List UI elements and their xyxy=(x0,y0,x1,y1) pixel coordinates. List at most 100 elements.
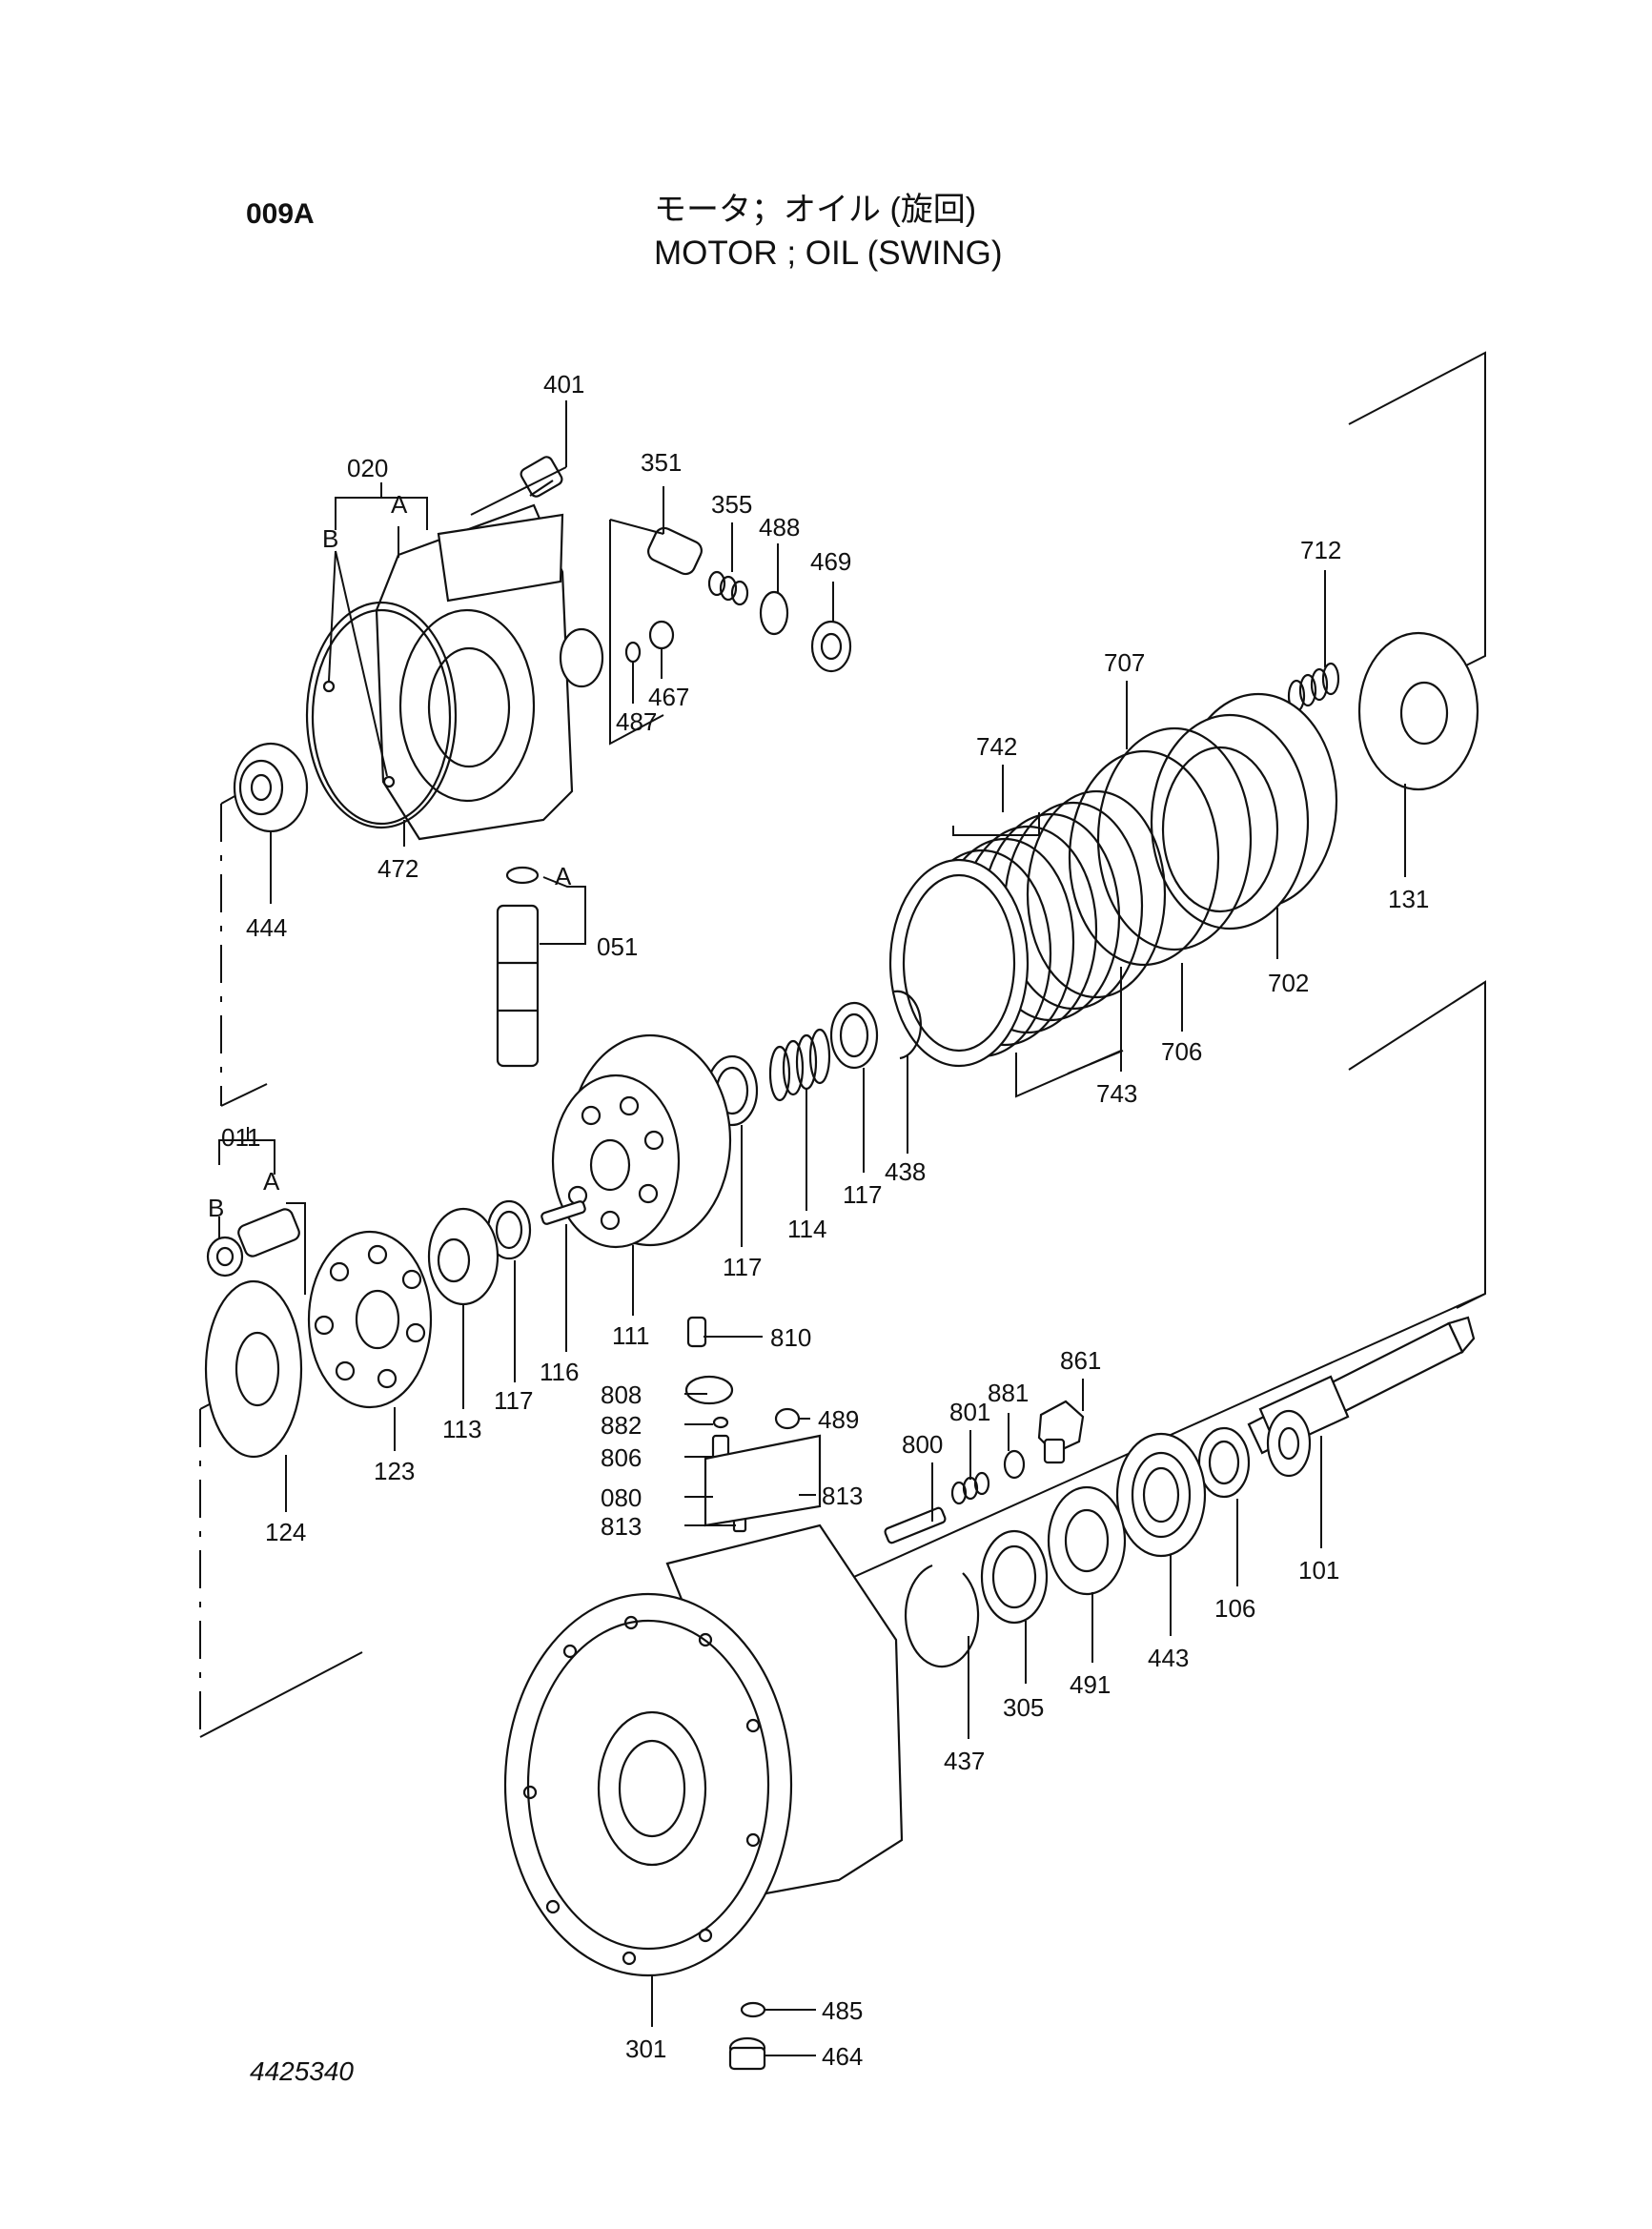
snap-ring-437 xyxy=(904,1564,980,1668)
spring-712 xyxy=(1287,662,1340,713)
washer-117-right xyxy=(829,1001,879,1070)
label-117-left: 117 xyxy=(494,1386,533,1415)
label-020: 020 xyxy=(347,454,388,482)
label-401: 401 xyxy=(543,370,584,399)
label-443: 443 xyxy=(1148,1644,1189,1672)
label-706: 706 xyxy=(1161,1037,1202,1066)
label-742: 742 xyxy=(976,732,1017,761)
brake-plates-742-743 xyxy=(888,789,1167,1068)
part-number-labels: 401 020 A B 351 355 488 469 467 487 472 … xyxy=(208,370,1429,2071)
page-code: 009A xyxy=(246,198,315,230)
casing-301 xyxy=(503,1434,904,1977)
label-305: 305 xyxy=(1003,1693,1044,1722)
label-438: 438 xyxy=(885,1157,926,1186)
spring-114 xyxy=(768,1028,831,1102)
roller-bearing-443 xyxy=(1115,1432,1207,1558)
label-491: 491 xyxy=(1070,1670,1111,1699)
drawing-number: 4425340 xyxy=(250,2056,355,2086)
o-ring-488 xyxy=(759,590,789,636)
label-080: 080 xyxy=(601,1483,642,1512)
label-051: 051 xyxy=(597,932,638,961)
spring-355 xyxy=(707,570,749,606)
label-117-middle: 117 xyxy=(723,1253,762,1281)
label-801: 801 xyxy=(949,1398,990,1426)
label-116: 116 xyxy=(540,1358,579,1386)
label-113: 113 xyxy=(442,1415,481,1443)
label-301: 301 xyxy=(625,2035,666,2063)
o-ring-707 xyxy=(1096,726,1253,951)
label-469: 469 xyxy=(810,547,851,576)
bolt-810 xyxy=(686,1316,707,1348)
label-702: 702 xyxy=(1268,969,1309,997)
label-813-upper: 813 xyxy=(822,1482,863,1510)
spool-800 xyxy=(884,1506,947,1544)
label-813-lower: 813 xyxy=(601,1512,642,1541)
spool-351 xyxy=(647,526,703,576)
label-011: 011 xyxy=(221,1123,260,1152)
spacer-305 xyxy=(980,1529,1049,1625)
label-011-b: B xyxy=(208,1194,224,1222)
piston-011 xyxy=(206,1208,300,1278)
shoe-plate-124 xyxy=(204,1279,303,1459)
plug-464 xyxy=(728,2036,766,2071)
o-ring-881 xyxy=(1003,1449,1026,1480)
label-882: 882 xyxy=(601,1411,642,1440)
valve-casing-020 xyxy=(305,503,604,841)
bolt-401 xyxy=(520,456,563,498)
relief-valve-051 xyxy=(496,866,540,1068)
label-472: 472 xyxy=(377,854,418,883)
label-487: 487 xyxy=(616,707,657,736)
plug-469 xyxy=(810,620,852,673)
plate-808 xyxy=(684,1375,734,1405)
plug-861 xyxy=(1037,1400,1085,1464)
label-020-b: B xyxy=(322,524,338,553)
label-011-a: A xyxy=(263,1167,280,1196)
label-806: 806 xyxy=(601,1443,642,1472)
o-ring-487 xyxy=(624,641,642,664)
label-117-right: 117 xyxy=(843,1180,882,1209)
label-881: 881 xyxy=(988,1379,1029,1407)
oil-seal-491 xyxy=(1047,1485,1127,1596)
label-114: 114 xyxy=(787,1215,826,1243)
label-488: 488 xyxy=(759,513,800,542)
o-ring-489 xyxy=(774,1407,801,1430)
label-467: 467 xyxy=(648,683,689,711)
label-861: 861 xyxy=(1060,1346,1101,1375)
spacer-106 xyxy=(1197,1426,1251,1499)
label-743: 743 xyxy=(1096,1079,1137,1108)
label-020-a: A xyxy=(391,490,408,519)
label-351: 351 xyxy=(641,448,682,477)
o-ring-706 xyxy=(1068,749,1220,967)
label-464: 464 xyxy=(822,2042,863,2071)
cylinder-block-111 xyxy=(551,1033,732,1249)
label-106: 106 xyxy=(1214,1594,1255,1623)
label-437: 437 xyxy=(944,1747,985,1775)
label-123: 123 xyxy=(374,1457,415,1485)
label-707: 707 xyxy=(1104,648,1145,677)
motor-parts xyxy=(204,456,1479,2071)
snap-ring-438 xyxy=(893,990,922,1060)
label-489: 489 xyxy=(818,1405,859,1434)
label-800: 800 xyxy=(902,1430,943,1459)
spherical-bushing-113 xyxy=(427,1207,500,1306)
drive-shaft-101 xyxy=(1247,1316,1476,1478)
label-124: 124 xyxy=(265,1518,306,1546)
title-english: MOTOR ; OIL (SWING) xyxy=(654,235,1003,272)
leader-lines xyxy=(218,400,1406,2056)
label-101: 101 xyxy=(1298,1556,1339,1585)
label-712: 712 xyxy=(1300,536,1341,564)
o-ring-485 xyxy=(740,2001,766,2018)
label-111: 111 xyxy=(612,1321,650,1350)
o-ring-882 xyxy=(712,1416,729,1429)
retainer-plate-123 xyxy=(307,1230,433,1409)
label-810: 810 xyxy=(770,1323,811,1352)
pin-116 xyxy=(540,1200,586,1225)
label-444: 444 xyxy=(246,913,287,942)
bearing-444 xyxy=(233,742,309,833)
label-485: 485 xyxy=(822,1996,863,2025)
label-131: 131 xyxy=(1388,885,1429,913)
plug-467 xyxy=(648,620,675,650)
title-japanese: モータ；オイル (旋回) xyxy=(654,192,977,228)
label-808: 808 xyxy=(601,1380,642,1409)
